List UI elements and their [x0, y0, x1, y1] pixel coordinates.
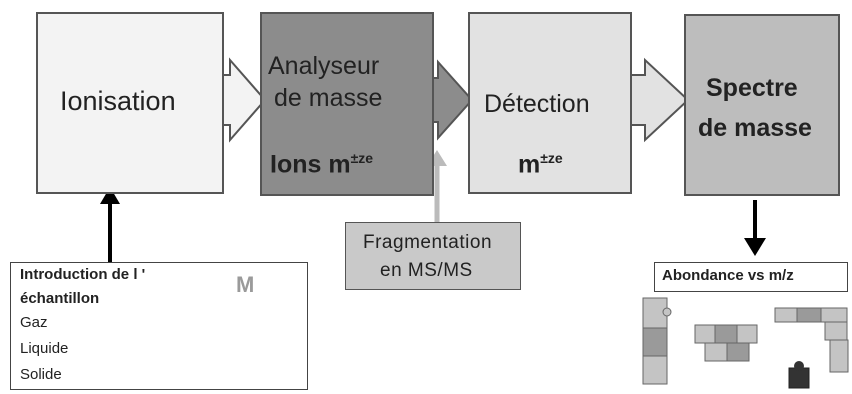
arrow-spectre-down [744, 200, 766, 256]
ions-charge: ±ze [350, 150, 374, 166]
arrow-analyseur-to-detection [429, 59, 474, 141]
arrow-detection-to-spectre [629, 57, 690, 143]
ionisation-label: Ionisation [60, 86, 176, 116]
arrow-ionisation-to-analyseur [219, 57, 267, 143]
ionisation-box [36, 12, 224, 194]
fragmentation-line1: Fragmentation [363, 232, 493, 253]
detection-m-label: m±ze [518, 150, 563, 179]
analyseur-box [260, 12, 434, 196]
scattered-puzzle-pieces-image [642, 297, 849, 389]
introduction-item-gaz: Gaz [20, 314, 48, 331]
fragmentation-line2: en MS/MS [380, 260, 473, 281]
analyseur-title-line2: de masse [274, 84, 383, 112]
introduction-panel [10, 262, 308, 390]
analyseur-title-line1: Analyseur [268, 52, 380, 80]
ions-text: Ions m [270, 150, 351, 179]
abondance-label: Abondance vs m/z [662, 267, 794, 284]
spectre-box [684, 14, 840, 196]
puzzle-m-label: M [236, 272, 255, 297]
introduction-title-line2: échantillon [20, 290, 100, 307]
introduction-item-liquide: Liquide [20, 340, 69, 357]
spectre-title-line2: de masse [698, 114, 812, 142]
spectre-title-line1: Spectre [706, 74, 798, 102]
detection-label: Détection [484, 90, 590, 118]
fragmentation-box [345, 222, 521, 290]
introduction-title-line1: Introduction de l ' [20, 266, 146, 283]
detection-m-text: m [518, 150, 541, 179]
detection-box [468, 12, 632, 194]
abondance-box [654, 262, 848, 292]
ions-label: Ions m±ze [270, 150, 373, 179]
introduction-item-solide: Solide [20, 366, 62, 383]
arrow-introduction-up [100, 187, 120, 262]
detection-m-charge: ±ze [540, 150, 563, 166]
